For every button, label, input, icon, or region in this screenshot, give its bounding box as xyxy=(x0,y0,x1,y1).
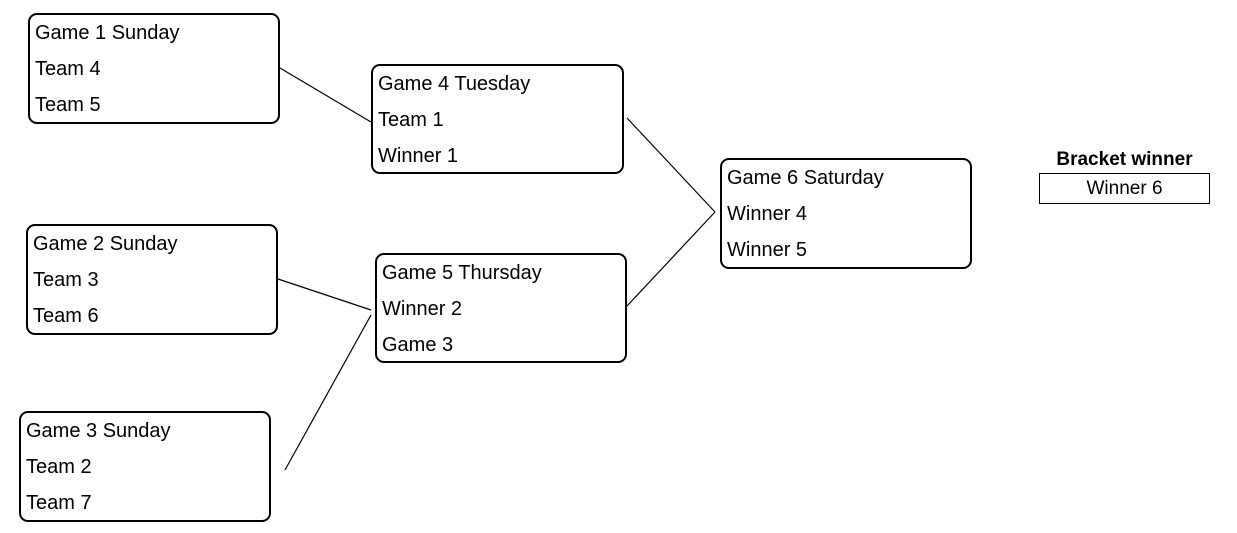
game-6-title: Game 6 Saturday xyxy=(727,167,884,189)
game-6-box: Game 6 Saturday Winner 4 Winner 5 xyxy=(720,158,972,269)
connector-game5-to-game6 xyxy=(626,211,716,307)
game-2-box: Game 2 Sunday Team 3 Team 6 xyxy=(26,224,278,335)
game-2-team-a: Team 3 xyxy=(33,269,99,291)
connector-game2-to-game5 xyxy=(277,278,372,311)
connector-game4-to-game6 xyxy=(626,117,716,213)
game-3-team-a: Team 2 xyxy=(26,456,92,478)
game-2-title: Game 2 Sunday xyxy=(33,233,178,255)
game-5-title: Game 5 Thursday xyxy=(382,262,542,284)
game-1-team-b: Team 5 xyxy=(35,94,101,116)
bracket-winner-heading: Bracket winner xyxy=(1056,149,1193,170)
game-6-team-a: Winner 4 xyxy=(727,203,808,225)
game-4-team-b: Winner 1 xyxy=(378,145,459,167)
game-5-team-b: Game 3 xyxy=(382,334,454,356)
game-3-box: Game 3 Sunday Team 2 Team 7 xyxy=(19,411,271,522)
game-2-team-b: Team 6 xyxy=(33,305,99,327)
connector-game1-to-game4 xyxy=(279,67,372,123)
game-4-title: Game 4 Tuesday xyxy=(378,73,531,95)
game-4-team-a: Team 1 xyxy=(378,109,444,131)
game-5-team-a: Winner 2 xyxy=(382,298,463,320)
game-5-box: Game 5 Thursday Winner 2 Game 3 xyxy=(375,253,627,363)
game-3-title: Game 3 Sunday xyxy=(26,420,171,442)
bracket-winner-value: Winner 6 xyxy=(1039,173,1210,204)
connector-game3-to-game5 xyxy=(284,314,372,471)
game-6-team-b: Winner 5 xyxy=(727,239,808,261)
game-1-team-a: Team 4 xyxy=(35,58,101,80)
game-4-box: Game 4 Tuesday Team 1 Winner 1 xyxy=(371,64,624,174)
game-1-title: Game 1 Sunday xyxy=(35,22,180,44)
game-1-box: Game 1 Sunday Team 4 Team 5 xyxy=(28,13,280,124)
game-3-team-b: Team 7 xyxy=(26,492,92,514)
